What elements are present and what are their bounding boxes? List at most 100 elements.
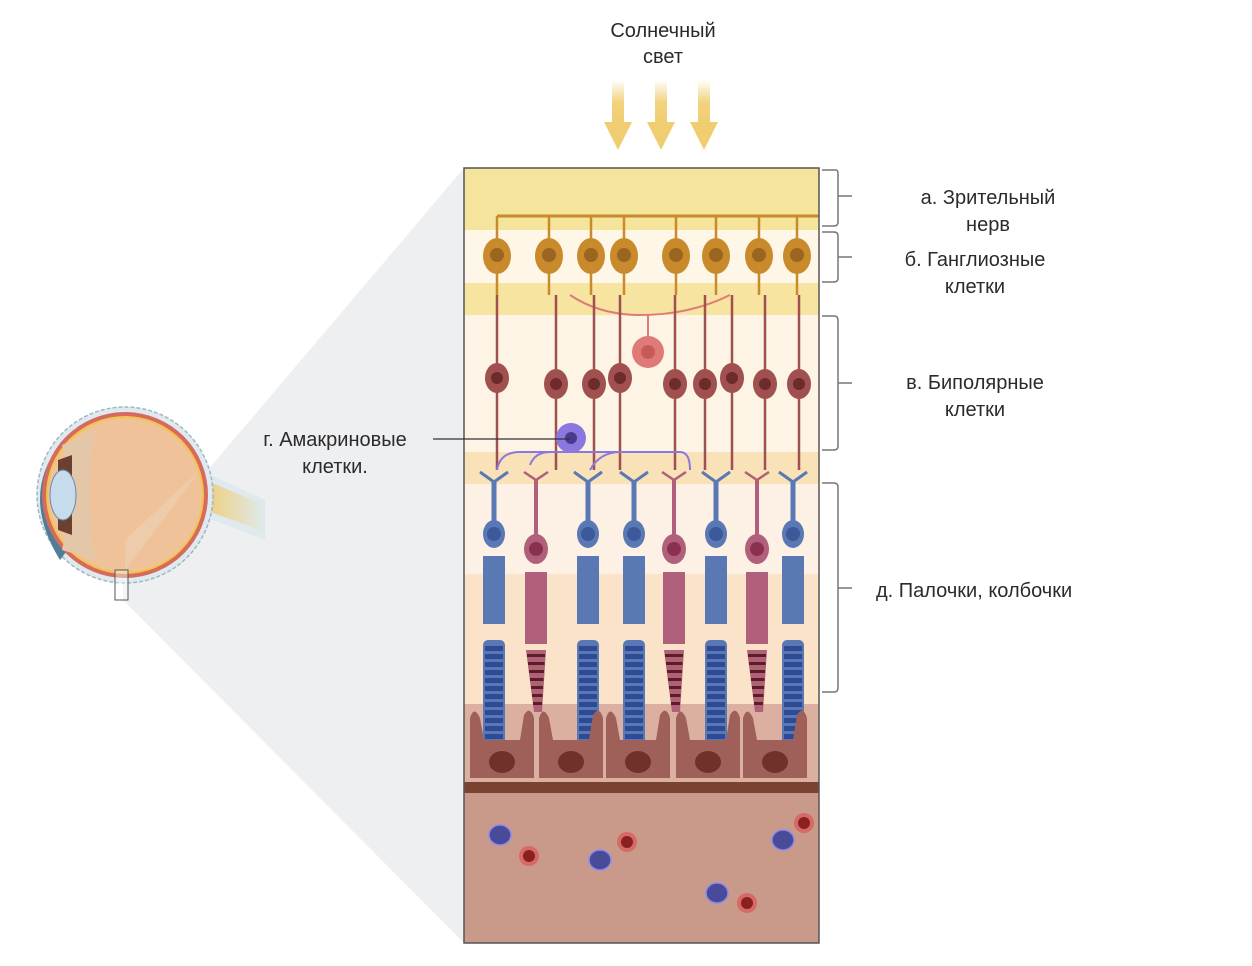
layer-nerve-fibers — [464, 168, 819, 230]
rod-disc — [784, 670, 802, 675]
rpe-cell — [743, 710, 807, 778]
amacrine-nucleus — [565, 432, 577, 444]
rod-disc — [485, 710, 503, 715]
sunlight-title-line1: Солнечный — [610, 20, 715, 42]
rod-disc — [784, 734, 802, 739]
label-a-line1: а. Зрительный — [921, 187, 1056, 209]
rod-inner-segment — [483, 556, 505, 624]
label-v-line1: в. Биполярные — [906, 372, 1044, 394]
eye-illustration — [36, 406, 265, 601]
rod-disc — [707, 718, 725, 723]
retina-panel — [464, 168, 819, 943]
rod-disc — [784, 678, 802, 683]
rod-disc — [579, 686, 597, 691]
lens — [49, 469, 77, 521]
layer-bruch-membrane — [464, 782, 819, 793]
rod-disc — [625, 702, 643, 707]
bipolar-nucleus — [793, 378, 805, 390]
rod-inner-segment — [705, 556, 727, 624]
red-blood-cell-center — [523, 850, 535, 862]
cone-disc — [668, 678, 682, 681]
rod-disc — [579, 662, 597, 667]
cone-disc — [531, 686, 543, 689]
rod-disc — [784, 718, 802, 723]
rod-disc — [707, 710, 725, 715]
label-d-line1: д. Палочки, колбочки — [876, 580, 1072, 602]
rod-disc — [625, 726, 643, 731]
bipolar-nucleus — [491, 372, 503, 384]
bracket-b — [822, 231, 852, 283]
white-blood-cell — [488, 824, 512, 846]
rod-disc — [707, 702, 725, 707]
horizontal-cell-dendrites — [569, 294, 731, 340]
cone-disc — [669, 686, 681, 689]
rod-disc — [625, 718, 643, 723]
ganglion-nucleus — [669, 248, 683, 262]
rod-nucleus — [581, 527, 595, 541]
rod-disc — [579, 670, 597, 675]
rod-disc — [784, 662, 802, 667]
rod-nucleus — [786, 527, 800, 541]
rpe-nucleus — [762, 751, 788, 773]
rod-disc — [579, 702, 597, 707]
brackets — [822, 169, 852, 693]
red-blood-cell-center — [741, 897, 753, 909]
rod-disc — [707, 678, 725, 683]
cone-disc — [666, 662, 683, 665]
rod-disc — [625, 670, 643, 675]
rpe-cell — [470, 710, 534, 778]
cone-disc — [528, 662, 545, 665]
cone-disc — [753, 694, 764, 697]
sunlight-arrows — [604, 80, 718, 150]
ganglion-nucleus — [542, 248, 556, 262]
cone-nucleus — [750, 542, 764, 556]
rod-inner-segment — [782, 556, 804, 624]
cone-nucleus — [667, 542, 681, 556]
rod-disc — [707, 654, 725, 659]
rod-nucleus — [709, 527, 723, 541]
cone-disc — [750, 670, 765, 673]
rod-inner-segment — [623, 556, 645, 624]
bipolar-nucleus — [550, 378, 562, 390]
horizontal-cell-nucleus — [641, 345, 655, 359]
rod-disc — [579, 726, 597, 731]
rod-disc — [485, 670, 503, 675]
rpe-nucleus — [558, 751, 584, 773]
rod-disc — [485, 686, 503, 691]
rod-disc — [485, 702, 503, 707]
white-blood-cell — [588, 849, 612, 871]
ganglion-nucleus — [617, 248, 631, 262]
rod-disc — [625, 654, 643, 659]
sunlight-title-line2: свет — [643, 46, 683, 68]
bipolar-nucleus — [726, 372, 738, 384]
bipolar-nucleus — [588, 378, 600, 390]
rod-disc — [625, 678, 643, 683]
label-b-line2: клетки — [945, 276, 1005, 298]
rod-disc — [485, 662, 503, 667]
rod-disc — [784, 710, 802, 715]
bipolar-nucleus — [614, 372, 626, 384]
light-arrow-icon — [647, 80, 675, 150]
rod-disc — [579, 654, 597, 659]
rod-disc — [707, 694, 725, 699]
label-v-line2: клетки — [945, 399, 1005, 421]
rod-nucleus — [487, 527, 501, 541]
rpe-cell — [606, 710, 670, 778]
rod-disc — [579, 734, 597, 739]
rpe-nucleus — [489, 751, 515, 773]
rod-disc — [625, 646, 643, 651]
cone-nucleus — [529, 542, 543, 556]
rod-disc — [707, 734, 725, 739]
ganglion-nucleus — [752, 248, 766, 262]
rpe-nucleus — [625, 751, 651, 773]
rod-disc — [707, 726, 725, 731]
rod-disc — [485, 734, 503, 739]
label-g-line2: клетки. — [302, 456, 368, 478]
rpe-nucleus — [695, 751, 721, 773]
amacrine-processes — [496, 451, 691, 471]
rod-disc — [579, 694, 597, 699]
rod-inner-segment — [577, 556, 599, 624]
cone-disc — [751, 678, 765, 681]
bracket-d — [822, 482, 852, 693]
